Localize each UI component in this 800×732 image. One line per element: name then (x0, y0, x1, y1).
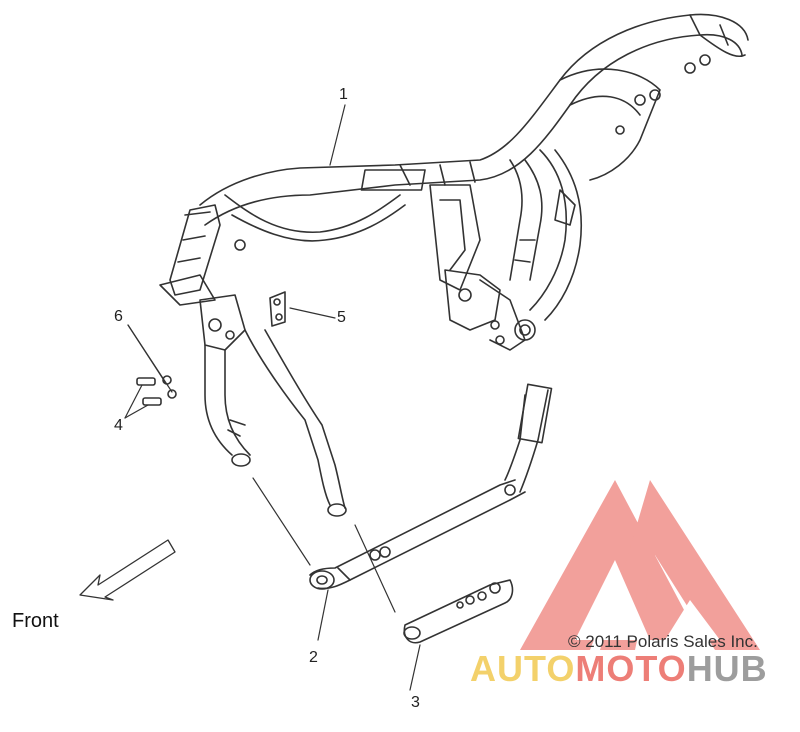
callout-4: 4 (114, 417, 123, 434)
watermark-logo (520, 480, 760, 650)
watermark-part-hub: HUB (686, 648, 768, 689)
copyright-notice: © 2011 Polaris Sales Inc. (568, 632, 758, 651)
callout-2: 2 (309, 649, 318, 666)
front-label: Front (12, 610, 59, 632)
lower-crossmember (403, 579, 514, 644)
steering-head (159, 204, 246, 351)
callout-1: 1 (339, 86, 348, 103)
front-down-tubes (204, 329, 347, 517)
watermark-part-auto: AUTO (470, 648, 576, 689)
bracket-part (269, 291, 286, 327)
bolts-and-nuts (136, 375, 177, 406)
front-crossmember (309, 383, 553, 590)
watermark-text: AUTOMOTOHUB (470, 648, 768, 690)
callout-6: 6 (114, 308, 123, 325)
callout-3: 3 (411, 694, 420, 711)
leader-lines (124, 104, 421, 691)
main-frame (199, 13, 749, 351)
front-arrow (79, 539, 176, 601)
callout-5: 5 (337, 309, 346, 326)
watermark-part-moto: MOTO (575, 648, 687, 689)
